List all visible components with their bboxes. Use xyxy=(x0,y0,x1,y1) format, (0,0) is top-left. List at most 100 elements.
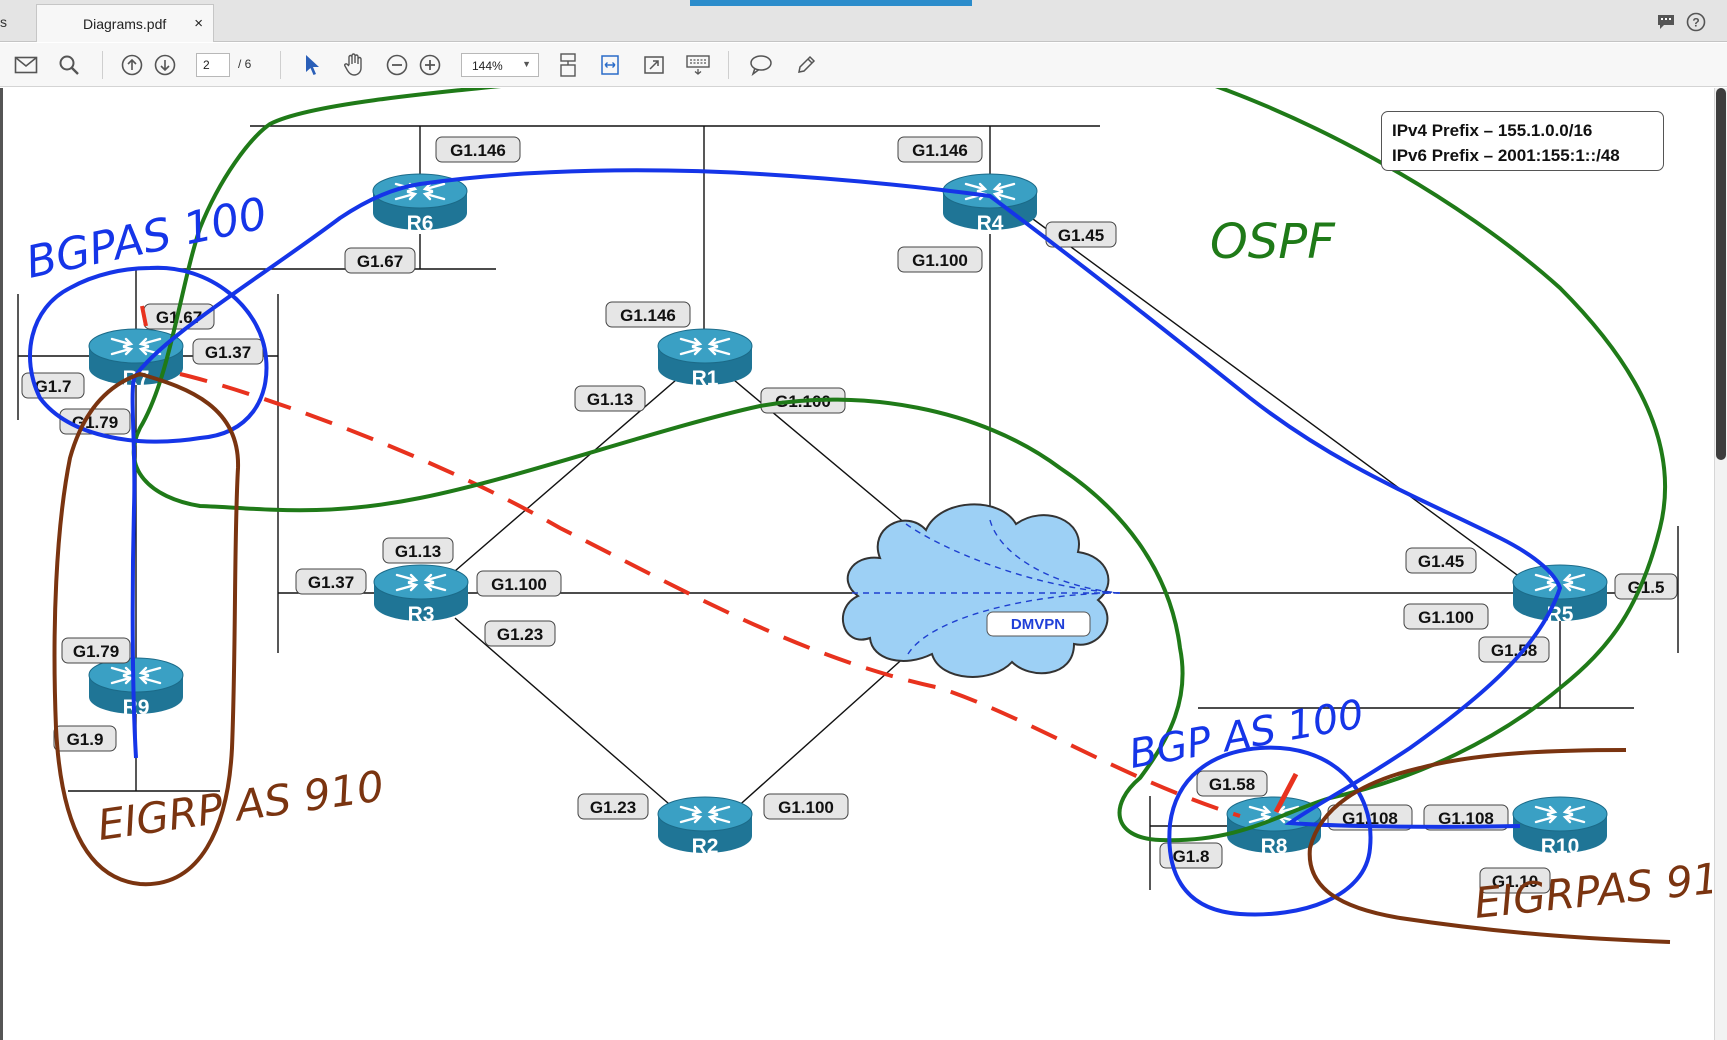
help-icon[interactable]: ? xyxy=(1686,12,1706,32)
svg-text:G1.100: G1.100 xyxy=(1418,608,1474,627)
keyboard-icon[interactable] xyxy=(685,52,711,78)
ink-red-mark xyxy=(140,305,148,327)
router-r7[interactable]: R7 xyxy=(88,327,184,390)
svg-text:G1.23: G1.23 xyxy=(590,798,636,817)
svg-text:R2: R2 xyxy=(692,835,719,858)
svg-text:G1.45: G1.45 xyxy=(1418,552,1464,571)
link-r1-r3 xyxy=(454,379,677,572)
interface-label: G1.79 xyxy=(61,637,131,664)
pen-icon[interactable] xyxy=(793,52,819,78)
comment-icon[interactable] xyxy=(1656,12,1676,32)
svg-text:G1.146: G1.146 xyxy=(450,141,506,160)
router-r3[interactable]: R3 xyxy=(373,563,469,626)
window-accent-bar xyxy=(690,0,972,6)
svg-text:R9: R9 xyxy=(123,696,150,719)
dmvpn-cloud: DMVPN xyxy=(841,503,1121,678)
ink-bgp-circle-r8 xyxy=(1167,745,1373,917)
router-r2[interactable]: R2 xyxy=(657,795,753,858)
svg-text:G1.146: G1.146 xyxy=(620,306,676,325)
email-icon[interactable] xyxy=(13,52,39,78)
interface-label: G1.100 xyxy=(897,246,983,273)
network-links xyxy=(17,125,1679,890)
svg-text:G1.5: G1.5 xyxy=(1628,578,1665,597)
hand-tool-icon[interactable] xyxy=(341,52,367,78)
svg-text:G1.13: G1.13 xyxy=(587,390,633,409)
router-r5[interactable]: R5 xyxy=(1512,563,1608,626)
interface-label: G1.146 xyxy=(897,136,983,163)
svg-text:G1.7: G1.7 xyxy=(35,377,72,396)
zoom-select[interactable]: 144% ▼ xyxy=(461,53,539,77)
fit-page-icon[interactable] xyxy=(555,52,581,78)
router-r6[interactable]: R6 xyxy=(372,172,468,235)
next-page-icon[interactable] xyxy=(152,52,178,78)
vertical-scrollbar[interactable] xyxy=(1714,88,1727,1040)
router-r8[interactable]: R8 xyxy=(1226,795,1322,858)
svg-text:G1.146: G1.146 xyxy=(912,141,968,160)
svg-text:G1.67: G1.67 xyxy=(357,252,403,271)
previous-page-icon[interactable] xyxy=(119,52,145,78)
router-r1[interactable]: R1 xyxy=(657,327,753,390)
link-r4-r5 xyxy=(1017,207,1529,584)
ink-bgp-session xyxy=(179,372,1241,818)
interface-label: G1.23 xyxy=(577,793,649,820)
interface-label: G1.146 xyxy=(605,301,691,328)
svg-text:G1.13: G1.13 xyxy=(395,542,441,561)
full-screen-icon[interactable] xyxy=(641,52,667,78)
router-r4[interactable]: R4 xyxy=(942,172,1038,235)
svg-text:G1.108: G1.108 xyxy=(1438,809,1494,828)
svg-text:R3: R3 xyxy=(408,603,435,626)
link-r2-dmvpn xyxy=(733,653,909,811)
previous-tab-stub[interactable]: s xyxy=(0,14,7,30)
interface-label: G1.23 xyxy=(484,620,556,647)
svg-text:R4: R4 xyxy=(977,212,1004,235)
tab-close-button[interactable]: × xyxy=(194,15,203,32)
link-r3-r2 xyxy=(454,617,677,811)
select-cursor-icon[interactable] xyxy=(299,52,325,78)
interface-label: G1.67 xyxy=(344,247,416,274)
ink-eigrp-as910-left: EIGRP AS 910 xyxy=(95,761,387,850)
ink-ospf-label: OSPF xyxy=(1210,214,1336,270)
interface-label: G1.45 xyxy=(1045,221,1117,248)
svg-text:R8: R8 xyxy=(1261,835,1288,858)
fit-width-icon[interactable] xyxy=(597,52,623,78)
interface-label: G1.5 xyxy=(1614,573,1678,600)
ink-eigrp-boundary-left xyxy=(52,371,241,887)
interface-label: G1.100 xyxy=(763,793,849,820)
page-total-label: / 6 xyxy=(238,57,252,71)
page-edge xyxy=(0,88,3,1040)
router-r9[interactable]: R9 xyxy=(88,656,184,719)
svg-text:G1.100: G1.100 xyxy=(912,251,968,270)
interface-label: G1.9 xyxy=(53,725,117,752)
zoom-out-icon[interactable] xyxy=(384,52,410,78)
svg-text:G1.23: G1.23 xyxy=(497,625,543,644)
ink-bgp-circle-r7 xyxy=(28,265,269,444)
ink-red-mark xyxy=(1273,772,1299,814)
ipv4-prefix: IPv4 Prefix – 155.1.0.0/16 xyxy=(1392,121,1593,140)
tab-diagrams-pdf[interactable]: Diagrams.pdf × xyxy=(36,4,214,42)
interface-label: G1.45 xyxy=(1405,547,1477,574)
ink-ospf-boundary xyxy=(131,88,1668,843)
ink-bgp-path xyxy=(130,168,1563,829)
svg-text:R6: R6 xyxy=(407,212,434,235)
toolbar-divider xyxy=(280,51,281,79)
chevron-down-icon: ▼ xyxy=(522,59,531,69)
svg-text:?: ? xyxy=(1692,16,1699,30)
page-number-input[interactable] xyxy=(196,53,230,77)
zoom-in-icon[interactable] xyxy=(417,52,443,78)
router-r10[interactable]: R10 xyxy=(1512,795,1608,858)
interface-label: G1.146 xyxy=(435,136,521,163)
comment-bubble-icon[interactable] xyxy=(748,52,774,78)
svg-text:R10: R10 xyxy=(1541,835,1580,858)
interface-label: G1.100 xyxy=(476,570,562,597)
toolbar-divider xyxy=(728,51,729,79)
search-icon[interactable] xyxy=(56,52,82,78)
tab-title: Diagrams.pdf xyxy=(83,16,167,32)
scrollbar-thumb[interactable] xyxy=(1716,88,1726,460)
ink-bgp-as100-left: BGPAS 100 xyxy=(22,188,272,289)
interface-label: G1.13 xyxy=(574,385,646,412)
interface-label: G1.13 xyxy=(382,537,454,564)
document-viewer[interactable]: DMVPN R6 R4 R7 R1 R3 R5 R9 R2 R8 R10 G1.… xyxy=(0,88,1727,1040)
interface-label: G1.108 xyxy=(1423,804,1509,831)
svg-text:G1.9: G1.9 xyxy=(67,730,104,749)
network-diagram: DMVPN R6 R4 R7 R1 R3 R5 R9 R2 R8 R10 G1.… xyxy=(17,88,1712,944)
